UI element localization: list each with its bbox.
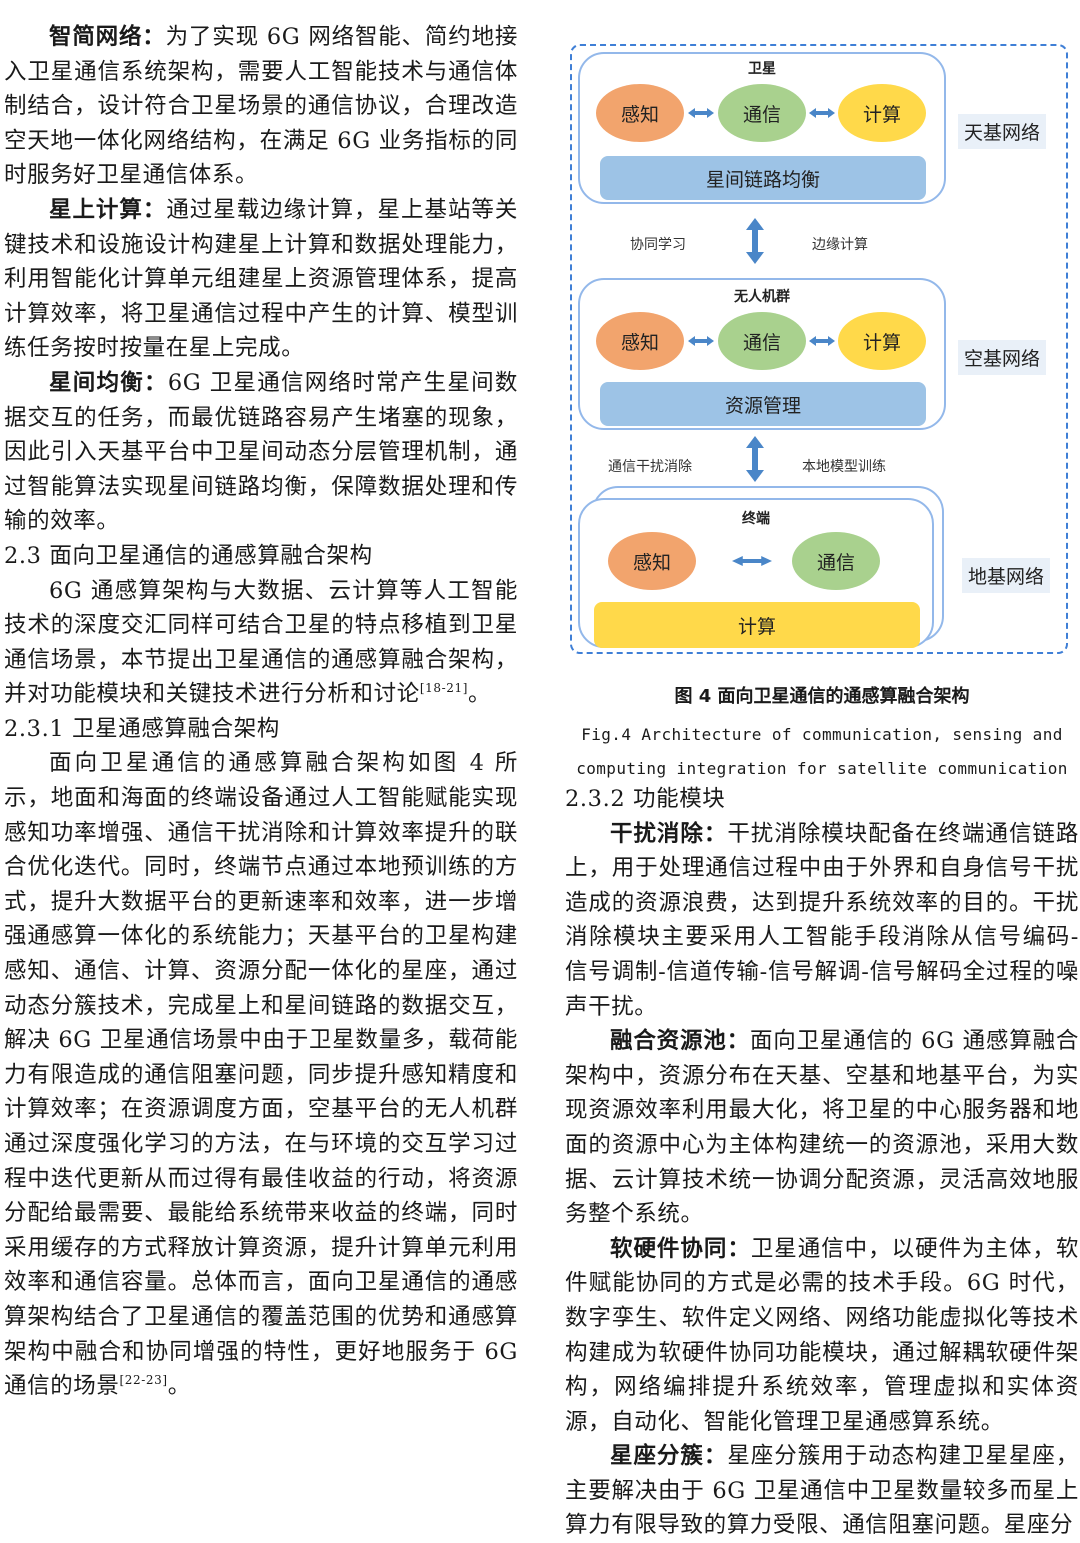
double-arrow-icon bbox=[688, 336, 714, 346]
paragraph-intelligent-network: 智简网络：为了实现 6G 网络智能、简约地接入卫星通信系统架构，需要人工智能技术… bbox=[4, 20, 518, 193]
node-communication: 通信 bbox=[718, 84, 806, 142]
paragraph-text: 面向卫星通信的 6G 通感算融合架构中，资源分布在天基、空基和地基平台，为实现资… bbox=[565, 1028, 1079, 1228]
punctuation: 。 bbox=[167, 1373, 191, 1400]
paragraph-hardware-software-collaboration: 软硬件协同：卫星通信中，以硬件为主体，软件赋能协同的方式是必需的技术手段。6G … bbox=[565, 1232, 1079, 1440]
terminal-panel: 终端 感知 通信 计算 bbox=[578, 498, 934, 648]
caption-english-line-2: computing integration for satellite comm… bbox=[576, 759, 1068, 778]
paragraph-text: 卫星通信中，以硬件为主体，软件赋能协同的方式是必需的技术手段。6G 时代，数字孪… bbox=[565, 1235, 1079, 1435]
figure-4-architecture-diagram: 卫星 感知 通信 计算 星间链路均衡 天基网络 协同学习 边缘计算 无人机群 感… bbox=[566, 40, 1072, 660]
link-label-local-model-training: 本地模型训练 bbox=[802, 459, 886, 475]
left-column: 智简网络：为了实现 6G 网络智能、简约地接入卫星通信系统架构，需要人工智能技术… bbox=[4, 20, 518, 1404]
paragraph-onboard-computing: 星上计算：通过星载边缘计算，星上基站等关键技术和设施设计构建星上计算和数据处理能… bbox=[4, 193, 518, 366]
paragraph-architecture-description: 面向卫星通信的通感算融合架构如图 4 所示，地面和海面的终端设备通过人工智能赋能… bbox=[4, 746, 518, 1403]
bar-inter-satellite-link-balance: 星间链路均衡 bbox=[600, 156, 926, 200]
term-lead: 星上计算： bbox=[49, 196, 167, 223]
paragraph-inter-satellite-balance: 星间均衡：6G 卫星通信网络时常产生星间数据交互的任务，而最优链路容易产生堵塞的… bbox=[4, 366, 518, 539]
panel-title-uav-swarm: 无人机群 bbox=[734, 289, 790, 305]
label-air-based-network: 空基网络 bbox=[958, 340, 1047, 375]
punctuation: 。 bbox=[467, 681, 492, 708]
link-label-interference-cancellation: 通信干扰消除 bbox=[608, 459, 692, 475]
bar-resource-management: 资源管理 bbox=[600, 382, 926, 426]
citation: [18-21] bbox=[419, 681, 468, 696]
double-arrow-icon bbox=[688, 108, 714, 118]
link-label-edge-computing: 边缘计算 bbox=[812, 237, 868, 253]
paragraph-text: 星座分簇用于动态构建卫星星座，主要解决由于 6G 卫星通信中卫星数量较多而星上算… bbox=[565, 1443, 1079, 1539]
section-heading-2-3: 2.3 面向卫星通信的通感算融合架构 bbox=[4, 542, 373, 569]
node-sensing: 感知 bbox=[596, 312, 684, 370]
vertical-double-arrow-icon bbox=[746, 436, 764, 482]
term-lead: 软硬件协同： bbox=[610, 1235, 751, 1262]
citation: [22-23] bbox=[119, 1373, 168, 1388]
paragraph-constellation-clustering: 星座分簇：星座分簇用于动态构建卫星星座，主要解决由于 6G 卫星通信中卫星数量较… bbox=[565, 1439, 1079, 1543]
section-heading-2-3-2: 2.3.2 功能模块 bbox=[565, 786, 726, 812]
figure-caption-english: Fig.4 Architecture of communication, sen… bbox=[565, 718, 1079, 786]
double-arrow-icon bbox=[732, 556, 772, 566]
paragraph-text: 6G 通感算架构与大数据、云计算等人工智能技术的深度交汇同样可结合卫星的特点移植… bbox=[4, 577, 518, 708]
satellite-panel: 卫星 感知 通信 计算 星间链路均衡 bbox=[578, 52, 946, 204]
node-sensing: 感知 bbox=[596, 84, 684, 142]
link-label-collaborative-learning: 协同学习 bbox=[630, 237, 686, 253]
node-sensing: 感知 bbox=[608, 532, 696, 590]
node-computing: 计算 bbox=[838, 312, 926, 370]
node-computing: 计算 bbox=[838, 84, 926, 142]
term-lead: 星间均衡： bbox=[49, 369, 168, 396]
term-lead: 智简网络： bbox=[49, 24, 166, 50]
double-arrow-icon bbox=[809, 336, 835, 346]
paragraph-text: 6G 卫星通信网络时常产生星间数据交互的任务，而最优链路容易产生堵塞的现象，因此… bbox=[4, 369, 518, 535]
paragraph-fused-resource-pool: 融合资源池：面向卫星通信的 6G 通感算融合架构中，资源分布在天基、空基和地基平… bbox=[565, 1024, 1079, 1232]
paragraph-text: 面向卫星通信的通感算融合架构如图 4 所示，地面和海面的终端设备通过人工智能赋能… bbox=[4, 750, 518, 1400]
uav-swarm-panel: 无人机群 感知 通信 计算 资源管理 bbox=[578, 278, 946, 430]
paragraph-text: 通过星载边缘计算，星上基站等关键技术和设施设计构建星上计算和数据处理能力，利用智… bbox=[4, 196, 518, 362]
term-lead: 干扰消除： bbox=[610, 820, 728, 847]
figure-dashed-border bbox=[570, 44, 1068, 654]
node-communication: 通信 bbox=[718, 312, 806, 370]
caption-english-line-1: Fig.4 Architecture of communication, sen… bbox=[581, 725, 1063, 744]
figure-caption-chinese: 图 4 面向卫星通信的通感算融合架构 bbox=[674, 686, 970, 707]
vertical-double-arrow-icon bbox=[746, 218, 764, 264]
section-heading-2-3-1: 2.3.1 卫星通感算融合架构 bbox=[4, 715, 280, 742]
term-lead: 星座分簇： bbox=[610, 1443, 728, 1470]
right-column: 2.3.2 功能模块 干扰消除：干扰消除模块配备在终端通信链路上，用于处理通信过… bbox=[565, 782, 1079, 1543]
paragraph-interference-cancellation: 干扰消除：干扰消除模块配备在终端通信链路上，用于处理通信过程中由于外界和自身信号… bbox=[565, 817, 1079, 1025]
label-ground-based-network: 地基网络 bbox=[962, 558, 1051, 593]
panel-title-terminal: 终端 bbox=[742, 511, 770, 527]
paragraph-text: 为了实现 6G 网络智能、简约地接入卫星通信系统架构，需要人工智能技术与通信体制… bbox=[4, 24, 518, 189]
term-lead: 融合资源池： bbox=[610, 1028, 750, 1055]
paragraph-architecture-intro: 6G 通感算架构与大数据、云计算等人工智能技术的深度交汇同样可结合卫星的特点移植… bbox=[4, 574, 518, 712]
label-space-based-network: 天基网络 bbox=[958, 114, 1047, 149]
bar-computing: 计算 bbox=[594, 602, 920, 648]
panel-title-satellite: 卫星 bbox=[748, 61, 776, 77]
paragraph-text: 干扰消除模块配备在终端通信链路上，用于处理通信过程中由于外界和自身信号干扰造成的… bbox=[565, 820, 1079, 1020]
node-communication: 通信 bbox=[792, 532, 880, 590]
double-arrow-icon bbox=[809, 108, 835, 118]
